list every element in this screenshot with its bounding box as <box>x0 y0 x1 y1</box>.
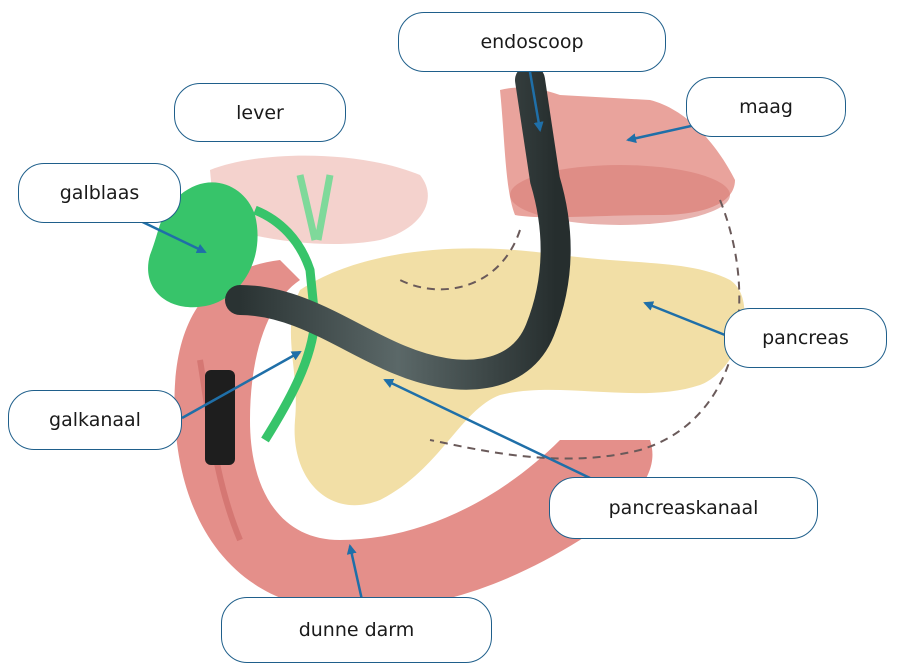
label-endoscoop: endoscoop <box>398 12 666 72</box>
label-pancreaskanaal: pancreaskanaal <box>549 477 818 539</box>
label-galblaas: galblaas <box>18 163 181 223</box>
label-dunne-darm: dunne darm <box>221 597 492 663</box>
label-lever: lever <box>174 83 346 142</box>
label-galkanaal: galkanaal <box>8 390 182 450</box>
endoscope-tip <box>205 370 235 465</box>
label-pancreas: pancreas <box>724 308 887 368</box>
label-maag: maag <box>686 77 846 137</box>
